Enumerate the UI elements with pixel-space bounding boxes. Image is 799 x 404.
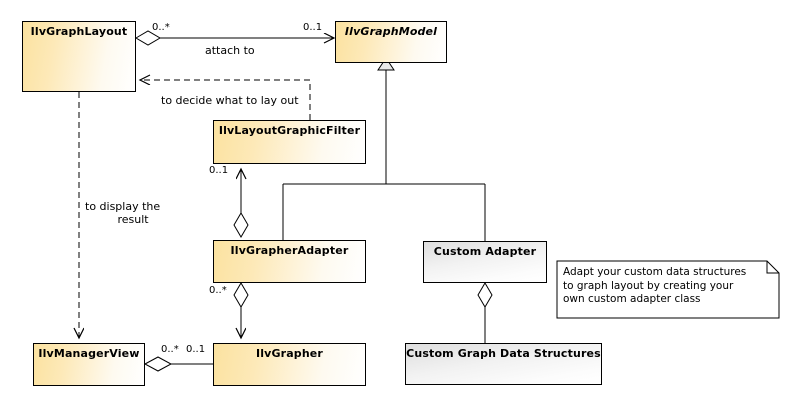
class-box-ilvgraphlayout[interactable]: IlvGraphLayout [22, 21, 136, 92]
class-box-ilvmanagerview[interactable]: IlvManagerView [33, 343, 145, 386]
multiplicity-filter-to-adapter: 0..1 [209, 165, 229, 176]
class-name-ilvgrapheradapter: IlvGrapherAdapter [230, 244, 349, 257]
class-name-customadapter: Custom Adapter [433, 245, 537, 258]
multiplicity-graphlayout-to-model-src: 0..* [152, 22, 170, 33]
edge-adapter-aggregates-grapher [233, 282, 249, 338]
note-shape [556, 260, 780, 319]
class-box-ilvgrapheradapter[interactable]: IlvGrapherAdapter [213, 240, 366, 283]
class-box-ilvlayoutgraphicfilter[interactable]: IlvLayoutGraphicFilter [213, 120, 366, 164]
class-name-ilvmanagerview: IlvManagerView [38, 347, 140, 360]
edge-customadapter-aggregates-data [477, 282, 493, 343]
edge-attach-to [135, 30, 334, 46]
multiplicity-managerview-grapher-left: 0..* [161, 344, 179, 355]
class-box-customgraphdatastructures[interactable]: Custom Graph Data Structures [405, 343, 602, 385]
edge-decide-what-to-lay-out [140, 80, 311, 120]
class-name-ilvlayoutgraphicfilter: IlvLayoutGraphicFilter [218, 124, 361, 137]
class-box-ilvgraphmodel[interactable]: IlvGraphModel [335, 21, 447, 63]
class-name-ilvgrapher: IlvGrapher [255, 347, 323, 360]
class-box-ilvgrapher[interactable]: IlvGrapher [213, 343, 366, 386]
edge-filter-aggregates-adapter [233, 169, 249, 238]
note-text: Adapt your custom data structures to gra… [563, 266, 747, 305]
edge-label-attach-to: attach to [205, 44, 255, 57]
multiplicity-adapter-to-grapher: 0..* [209, 285, 227, 296]
edge-generalization-graphmodel [282, 57, 486, 241]
edge-label-to-display-the-result: to display the result [85, 200, 161, 226]
class-name-ilvgraphlayout: IlvGraphLayout [30, 25, 128, 38]
class-name-customgraphdatastructures: Custom Graph Data Structures [406, 347, 601, 360]
multiplicity-managerview-grapher-right: 0..1 [186, 344, 206, 355]
multiplicity-graphlayout-to-model-dst: 0..1 [303, 22, 323, 33]
edge-label-to-decide-what-to-lay-out: to decide what to lay out [161, 94, 299, 107]
note-custom-adapter: Adapt your custom data structures to gra… [557, 261, 779, 318]
class-name-ilvgraphmodel: IlvGraphModel [344, 25, 438, 38]
class-box-customadapter[interactable]: Custom Adapter [423, 241, 547, 283]
edge-managerview-grapher [143, 356, 213, 372]
